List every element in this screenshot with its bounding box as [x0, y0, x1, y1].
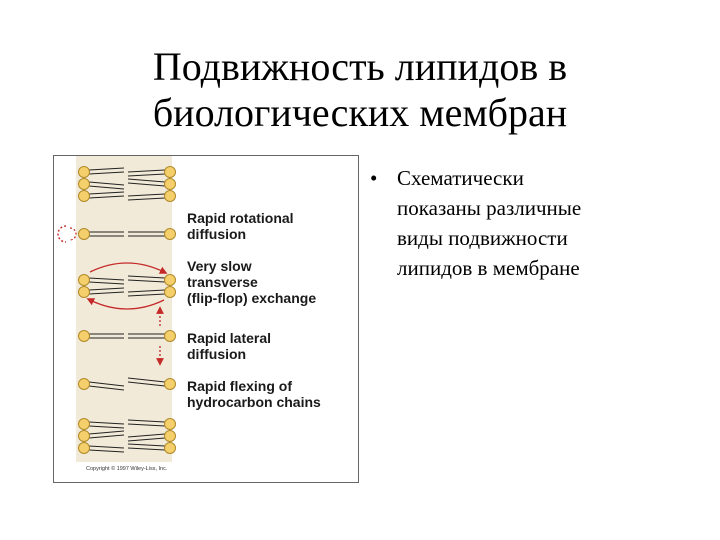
lipid-tail: [88, 191, 125, 195]
lipid-tail: [127, 173, 166, 177]
bullet-line: липидов в мембране: [397, 256, 580, 280]
lipid-head: [164, 286, 176, 298]
lipid-tail: [127, 447, 166, 451]
lipid-tail: [88, 195, 125, 199]
lipid-head: [78, 228, 90, 240]
lipid-head: [164, 418, 176, 430]
lipid-tail: [88, 291, 125, 295]
lipid-head: [164, 274, 176, 286]
membrane-diagram: [57, 156, 176, 462]
label-flexing-chains: Rapid flexing of hydrocarbon chains: [187, 378, 321, 410]
lipid-tail: [127, 197, 166, 201]
lipid-tail: [88, 385, 125, 391]
lipid-tail: [127, 293, 166, 297]
lipid-tail: [88, 185, 125, 190]
lipid-tail: [127, 433, 166, 438]
lipid-head: [164, 228, 176, 240]
lipid-tail: [88, 449, 125, 453]
lipid-tail: [127, 423, 166, 427]
figure-copyright: Copyright © 1997 Wiley-Liss, Inc.: [86, 466, 168, 472]
bullet-line: Схематически: [397, 166, 524, 190]
lipid-head: [164, 178, 176, 190]
bullet-line: показаны различные: [397, 196, 582, 220]
lipid-tail: [88, 421, 125, 425]
lipid-head: [78, 378, 90, 390]
lipid-head: [164, 190, 176, 202]
lipid-tail: [127, 178, 166, 183]
lipid-head: [164, 166, 176, 178]
lipid-head: [78, 418, 90, 430]
lipid-head: [78, 286, 90, 298]
lipid-tail: [127, 443, 166, 447]
lipid-head: [164, 378, 176, 390]
lipid-tail: [88, 167, 125, 171]
flip-flop-arrow: [89, 262, 168, 274]
flip-flop-arrow: [86, 298, 165, 310]
lipid-tail: [88, 171, 125, 175]
slide-title-line-2: биологических мембран: [152, 90, 568, 135]
lipid-tail: [88, 434, 125, 439]
lipid-tail: [127, 182, 166, 187]
label-flip-flop-exchange: Very slow transverse (flip-flop) exchang…: [187, 258, 317, 306]
lipid-tail: [88, 445, 125, 449]
label-rotational-diffusion: Rapid rotational diffusion: [187, 210, 294, 242]
lipid-tail: [88, 281, 125, 285]
label-lateral-diffusion: Rapid lateral diffusion: [187, 330, 272, 362]
bullet-line: виды подвижности: [397, 226, 568, 250]
lipid-tail: [127, 381, 166, 387]
lipid-head: [78, 166, 90, 178]
lipid-head: [78, 430, 90, 442]
lipid-tail: [127, 419, 166, 423]
slide-title-line-1: Подвижность липидов в: [152, 44, 568, 89]
bullet-text: Схематически показаны различные виды под…: [397, 163, 581, 283]
lipid-tail: [88, 287, 125, 291]
lipid-head: [78, 190, 90, 202]
lipid-head: [78, 178, 90, 190]
lipid-head: [78, 330, 90, 342]
lipid-head: [78, 274, 90, 286]
lipid-tail: [127, 275, 166, 279]
lipid-tail: [127, 193, 166, 197]
rotation-arrow: [57, 225, 67, 243]
lipid-tail: [88, 277, 125, 281]
lipid-tail: [88, 381, 125, 387]
lipid-head: [164, 430, 176, 442]
membrane-figure: Rapid rotational diffusion Very slow tra…: [53, 155, 359, 483]
lipid-tail: [127, 279, 166, 283]
lipid-tail: [127, 437, 166, 442]
lipid-tail: [127, 289, 166, 293]
lipid-tail: [88, 181, 125, 186]
bullet-marker: •: [370, 166, 378, 190]
slide-title: Подвижность липидов в биологических мемб…: [60, 44, 660, 136]
lipid-head: [164, 330, 176, 342]
lipid-tail: [127, 169, 166, 173]
lipid-tail: [88, 425, 125, 429]
lipid-tail: [88, 430, 125, 435]
lipid-head: [164, 442, 176, 454]
lipid-head: [78, 442, 90, 454]
rotation-arrow: [69, 227, 77, 241]
lipid-tail: [127, 377, 166, 383]
